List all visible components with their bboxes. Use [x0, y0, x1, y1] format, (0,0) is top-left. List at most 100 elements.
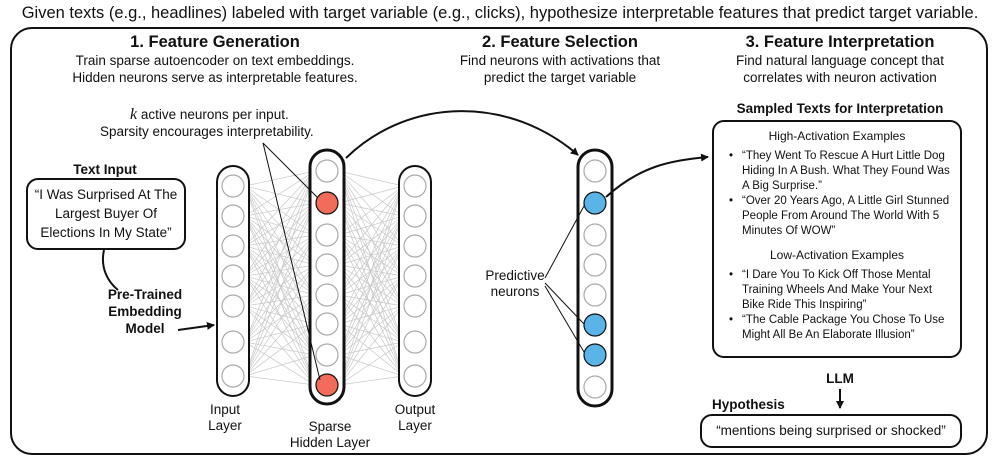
- neuron: [403, 330, 427, 354]
- connection-edge: [338, 215, 404, 386]
- text-input-label: Text Input: [73, 162, 137, 177]
- predictive-pointer: [544, 205, 585, 279]
- neuron: [403, 234, 427, 258]
- section-title: 1. Feature Generation: [130, 33, 300, 51]
- annotation-line1: active neurons per input.: [137, 107, 289, 122]
- neuron: [583, 375, 607, 399]
- active-neuron: [315, 373, 339, 397]
- sampled-texts-title: Sampled Texts for Interpretation: [736, 101, 944, 116]
- label-line: Sparse: [308, 419, 352, 434]
- label-line: Layer: [398, 418, 432, 433]
- connection-edge: [244, 170, 316, 377]
- neuron: [221, 264, 245, 288]
- connection-edge: [244, 170, 316, 277]
- low-activation-title: Low-Activation Examples: [769, 248, 905, 262]
- low-activation-list: “I Dare You To Kick Off Those Mental Tra…: [728, 268, 952, 343]
- predictive-neurons-label: Predictive neurons: [470, 268, 560, 300]
- arrow-to-input-layer: [177, 322, 215, 331]
- neuron: [403, 264, 427, 288]
- connection-edge: [338, 305, 404, 386]
- sampled-texts-box: High-Activation Examples “They Went To R…: [712, 120, 962, 358]
- connection-edge: [338, 234, 404, 377]
- neuron: [315, 312, 339, 336]
- connectors: [102, 110, 844, 409]
- connection-edge: [244, 323, 316, 343]
- section-desc-line1: Train sparse autoencoder on text embeddi…: [75, 53, 355, 68]
- connection-edge: [338, 294, 404, 343]
- connection-edge: [244, 294, 316, 343]
- section-feature-generation: 1. Feature Generation Train sparse autoe…: [65, 33, 365, 86]
- connection-edge: [244, 202, 316, 277]
- active-neuron: [583, 191, 607, 215]
- connection-edge: [244, 202, 316, 247]
- neuron: [315, 283, 339, 307]
- section-title: 3. Feature Interpretation: [745, 33, 935, 51]
- llm-label: LLM: [826, 371, 854, 386]
- section-feature-interpretation: 3. Feature Interpretation Find natural l…: [695, 33, 985, 86]
- connection-edge: [338, 185, 404, 236]
- connection-edge: [338, 264, 404, 377]
- neuron: [583, 159, 607, 183]
- predictive-pointer: [544, 285, 585, 353]
- section-desc-line2: correlates with neuron activation: [743, 70, 937, 85]
- connection-edge: [244, 202, 316, 307]
- list-item: “I Dare You To Kick Off Those Mental Tra…: [729, 268, 952, 313]
- neuron: [221, 294, 245, 318]
- connection-edge: [338, 170, 404, 247]
- active-neuron: [583, 343, 607, 367]
- connection-edge: [244, 170, 316, 247]
- high-activation-title: High-Activation Examples: [768, 129, 906, 143]
- active-neuron: [315, 191, 339, 215]
- section-desc-line1: Find neurons with activations that: [459, 53, 661, 68]
- section-feature-selection: 2. Feature Selection Find neurons with a…: [410, 33, 710, 86]
- neuron: [583, 223, 607, 247]
- embedding-line: Embedding: [108, 304, 182, 319]
- connection-edge: [244, 234, 316, 247]
- annotation-pointer: [262, 142, 319, 199]
- connection-edge: [244, 170, 316, 307]
- embedding-model-label: Pre-Trained Embedding Model: [85, 286, 205, 337]
- connection-edge: [244, 170, 316, 343]
- hypothesis-box: “mentions being surprised or shocked”: [700, 414, 962, 448]
- output-layer-label: Output Layer: [385, 402, 445, 434]
- neuron: [221, 234, 245, 258]
- connection-edge: [338, 185, 404, 386]
- connection-edge: [244, 264, 316, 307]
- connection-edge: [244, 341, 316, 356]
- high-activation-list: “They Went To Rescue A Hurt Little Dog H…: [728, 149, 952, 239]
- connection-edge: [338, 234, 404, 343]
- arrow-to-selection: [345, 110, 579, 159]
- neuron: [403, 294, 427, 318]
- connection-edge: [338, 275, 404, 386]
- connection-edge: [338, 245, 404, 386]
- neuron: [403, 204, 427, 228]
- connection-edge: [244, 354, 316, 377]
- text-input-box: “I Was Surprised At The Largest Buyer Of…: [26, 178, 186, 250]
- connection-edge: [244, 170, 316, 217]
- connection-edge: [244, 264, 316, 377]
- neuron: [221, 330, 245, 354]
- list-item: “The Cable Package You Chose To Use Migh…: [729, 313, 952, 343]
- neuron: [221, 364, 245, 388]
- connection-edge: [244, 305, 316, 325]
- neuron: [221, 174, 245, 198]
- connection-edge: [244, 264, 316, 343]
- connection-edge: [338, 185, 404, 356]
- embedding-line: Model: [125, 321, 165, 336]
- list-item: “They Went To Rescue A Hurt Little Dog H…: [729, 149, 952, 194]
- neuron: [583, 253, 607, 277]
- section-desc-line2: predict the target variable: [483, 70, 637, 85]
- neuron: [315, 159, 339, 183]
- input-layer-label: Input Layer: [195, 402, 255, 434]
- connection-edge: [244, 202, 316, 377]
- label-line: Hidden Layer: [289, 435, 371, 450]
- connection-edge: [244, 234, 316, 343]
- neuron: [403, 364, 427, 388]
- connection-edge: [244, 294, 316, 307]
- connection-edge: [338, 170, 404, 343]
- connection-edge: [338, 170, 404, 307]
- network-layers: [216, 148, 614, 408]
- annotation-pointer: [262, 142, 321, 381]
- neuron: [583, 283, 607, 307]
